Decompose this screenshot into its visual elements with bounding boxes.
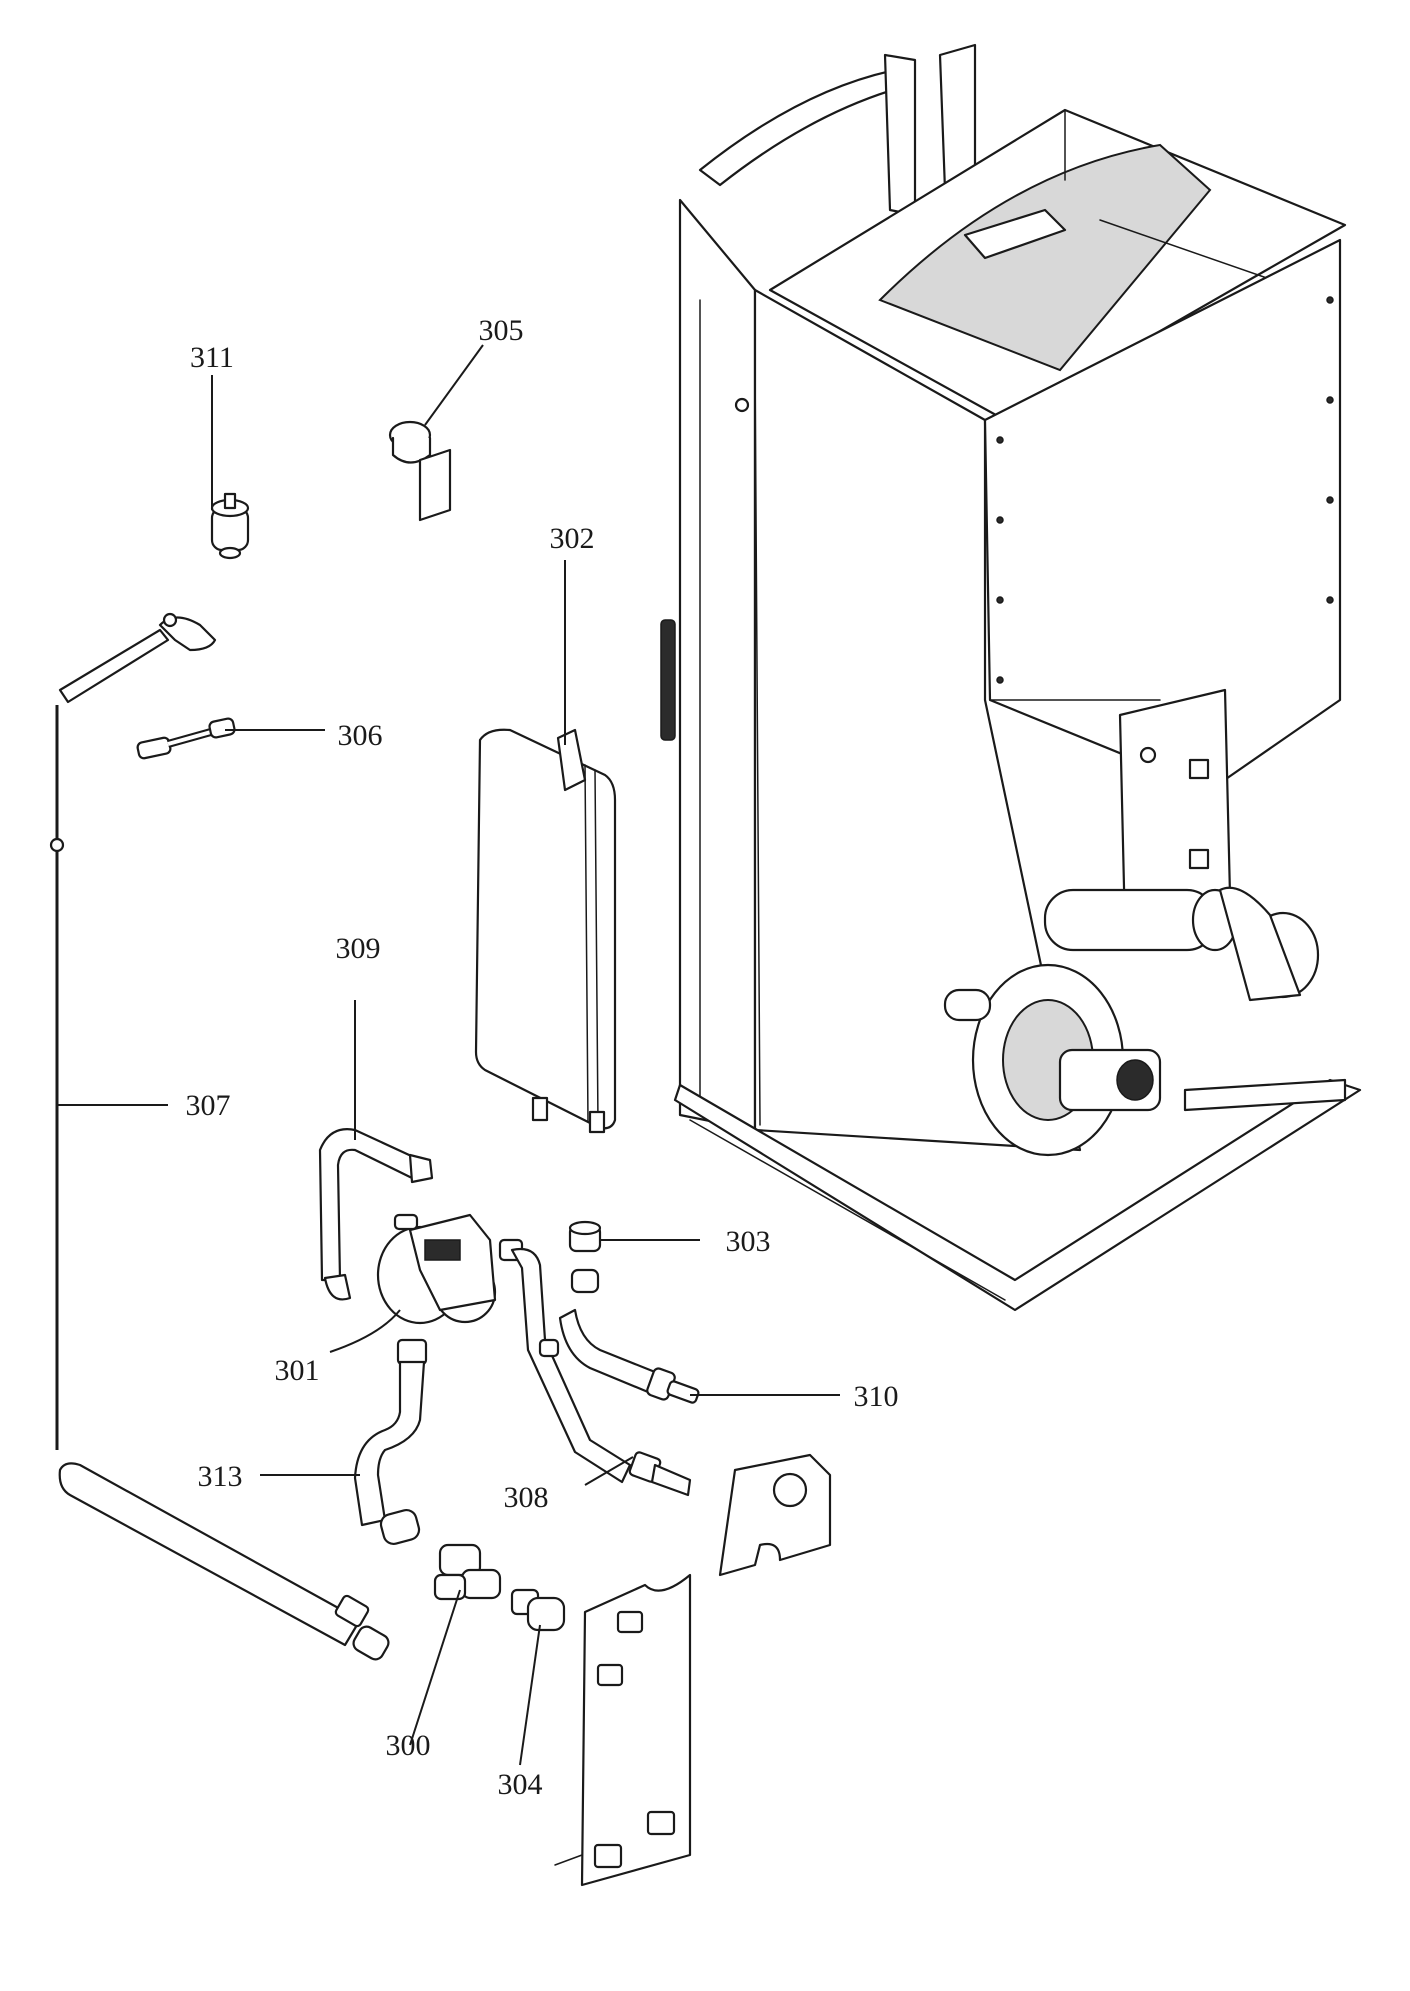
callout-302: 302 — [550, 522, 595, 555]
callout-311: 311 — [190, 341, 234, 374]
pipe-309 — [318, 1128, 434, 1301]
leader-lines — [57, 344, 840, 1766]
boiler-cabinet — [660, 43, 1362, 1312]
expansion-vessel-302 — [474, 728, 617, 1134]
callout-308: 308 — [504, 1481, 549, 1514]
circulation-pump-301 — [376, 1213, 497, 1325]
sensor-305 — [388, 420, 452, 522]
callout-305: 305 — [479, 314, 524, 347]
bracket-plate — [718, 1453, 832, 1577]
callout-300: 300 — [386, 1729, 431, 1762]
callout-309: 309 — [336, 932, 381, 965]
pipe-313 — [353, 1338, 428, 1546]
callout-310: 310 — [854, 1380, 899, 1413]
callout-301: 301 — [275, 1354, 320, 1387]
callout-313: 313 — [198, 1460, 243, 1493]
callout-307: 307 — [186, 1089, 231, 1122]
callout-306: 306 — [338, 719, 383, 752]
pipe-307 — [49, 612, 390, 1661]
mounting-plate — [554, 1573, 692, 1887]
pipe-308 — [498, 1238, 692, 1497]
pipe-310 — [558, 1220, 700, 1404]
air-vent-311 — [210, 492, 250, 560]
callout-304: 304 — [498, 1768, 543, 1801]
callout-labels: 311 305 302 306 307 309 301 303 310 313 … — [186, 314, 899, 1801]
flex-hose-306 — [136, 717, 236, 760]
callout-303: 303 — [726, 1225, 771, 1258]
fitting-304 — [510, 1588, 566, 1632]
valve-300 — [433, 1543, 502, 1601]
